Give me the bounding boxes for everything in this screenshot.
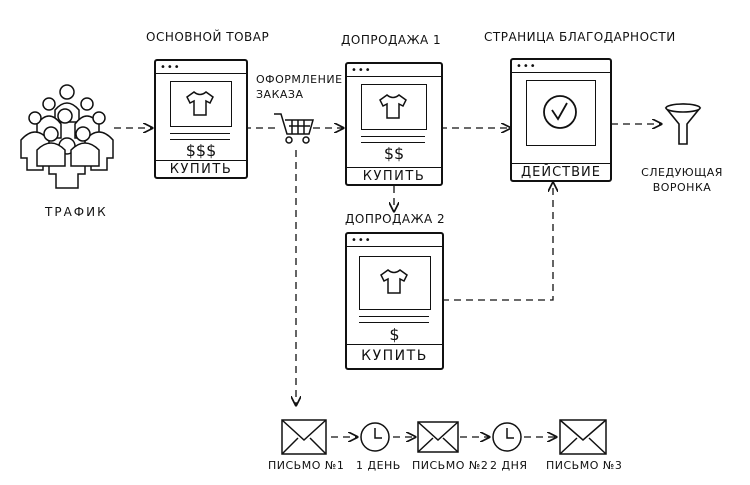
main-product-page: ••• $$$ КУПИТЬ: [154, 59, 248, 179]
next-funnel-label: СЛЕДУЮЩАЯ ВОРОНКА: [641, 166, 723, 194]
envelope-icon: [559, 419, 607, 455]
tshirt-icon: [186, 91, 214, 116]
clock-icon: [360, 422, 390, 452]
checkmark-circle-icon: [543, 95, 577, 129]
tshirt-icon: [380, 269, 408, 294]
clock-icon: [492, 422, 522, 452]
upsell1-page: ••• $$ КУПИТЬ: [345, 62, 443, 186]
thankyou-page: ••• ДЕЙСТВИЕ: [510, 58, 612, 182]
delay1-label: 1 ДЕНЬ: [356, 459, 401, 472]
upsell2-page: ••• $ КУПИТЬ: [345, 232, 444, 370]
main-product-title: ОСНОВНОЙ ТОВАР: [146, 30, 270, 44]
browser-dots-icon: •••: [160, 62, 181, 73]
main-product-price: $$$: [185, 141, 217, 160]
upsell2-title: ДОПРОДАЖА 2: [345, 212, 446, 226]
tshirt-icon: [379, 94, 407, 119]
email1-label: ПИСЬМО №1: [268, 459, 345, 472]
email3-label: ПИСЬМО №3: [546, 459, 623, 472]
browser-dots-icon: •••: [351, 235, 372, 246]
upsell2-price: $: [389, 325, 400, 344]
upsell2-buy-button[interactable]: КУПИТЬ: [347, 344, 442, 368]
browser-dots-icon: •••: [516, 61, 537, 72]
checkout-label: ОФОРМЛЕНИЕ ЗАКАЗА: [256, 72, 343, 102]
email2-label: ПИСЬМО №2: [412, 459, 489, 472]
delay2-label: 2 ДНЯ: [490, 459, 528, 472]
traffic-label: ТРАФИК: [45, 205, 108, 219]
browser-dots-icon: •••: [351, 65, 372, 76]
thankyou-title: СТРАНИЦА БЛАГОДАРНОСТИ: [484, 30, 676, 44]
checkout-label-text: ОФОРМЛЕНИЕ ЗАКАЗА: [256, 73, 343, 101]
envelope-icon: [417, 421, 459, 453]
shopping-cart-icon: [274, 113, 314, 144]
people-group-icon: [20, 84, 114, 189]
funnel-icon: [664, 103, 702, 145]
upsell1-title: ДОПРОДАЖА 1: [341, 33, 442, 47]
main-product-buy-button[interactable]: КУПИТЬ: [156, 160, 246, 177]
upsell1-buy-button[interactable]: КУПИТЬ: [347, 167, 441, 184]
upsell1-price: $$: [383, 144, 405, 163]
arrow-upsell2-to-thankyou: [442, 183, 553, 301]
envelope-icon: [281, 419, 327, 455]
thankyou-action-button[interactable]: ДЕЙСТВИЕ: [512, 163, 610, 180]
